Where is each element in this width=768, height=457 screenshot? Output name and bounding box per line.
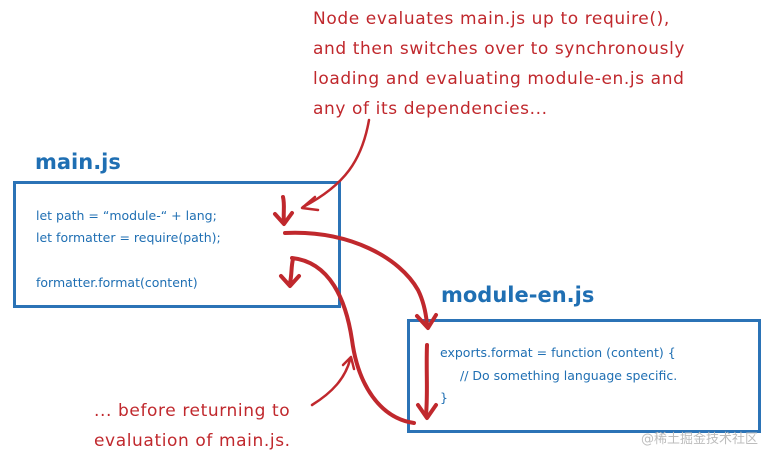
module-en-js-code-line-3: } [440,390,448,405]
main-js-box: let path = “module-“ + lang; let formatt… [13,181,341,308]
module-down-arrow [424,343,429,417]
return-to-main-arrow-head-tip [279,274,301,288]
module-en-js-title: module-en.js [441,283,595,307]
module-en-js-code-line-1: exports.format = function (content) { [440,345,676,360]
annotation-top-line-1: Node evaluates main.js up to require(), [313,9,670,29]
annotation-bottom-line-2: evaluation of main.js. [94,431,291,451]
watermark-text: @稀土掘金技术社区 [640,432,758,447]
return-to-main-arrow-head [288,257,295,285]
annotation-bottom: ... before returning to evaluation of ma… [94,396,291,456]
annotation-bottom-pointer-head [341,355,356,371]
annotation-top-line-2: and then switches over to synchronously [313,39,686,59]
module-en-js-box: exports.format = function (content) { //… [407,319,761,433]
execution-down-arrow-head [273,211,294,226]
execution-down-arrow [281,195,286,224]
main-js-code-line-2: let formatter = require(path); [36,230,221,245]
annotation-top-pointer [301,118,371,209]
main-js-code-line-1: let path = “module-“ + lang; [36,208,217,223]
main-js-code-line-3: formatter.format(content) [36,275,198,290]
require-to-module-arrow-head [415,313,438,330]
annotation-top-line-3: loading and evaluating module-en.js and [313,69,685,89]
annotation-top-pointer-head [300,195,320,212]
annotation-top: Node evaluates main.js up to require(), … [313,4,685,124]
return-to-main-arrow [290,256,416,425]
module-en-js-code-line-2: // Do something language specific. [460,368,678,383]
annotation-top-line-4: any of its dependencies... [313,99,548,119]
annotation-bottom-line-1: ... before returning to [94,401,291,421]
module-down-arrow-head [416,403,438,420]
require-to-module-arrow [283,230,429,326]
main-js-title: main.js [35,150,121,174]
annotation-bottom-pointer [310,358,352,407]
